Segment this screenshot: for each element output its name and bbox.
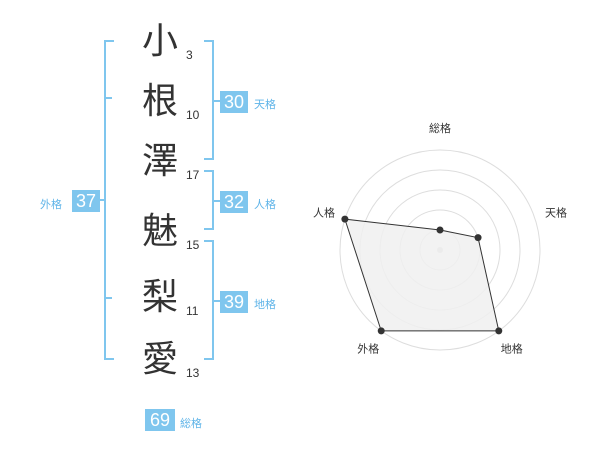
soukaku-label: 総格	[180, 417, 202, 430]
name-char: 澤	[142, 141, 179, 182]
name-char: 梨	[142, 277, 179, 318]
radar-point	[474, 234, 482, 242]
soukaku-value: 69	[145, 409, 175, 431]
radar-axis-label: 天格	[545, 205, 567, 219]
gaikaku-tick-bottom	[104, 297, 112, 299]
radar-point	[377, 327, 385, 335]
tenkaku-label: 天格	[254, 98, 276, 111]
chikaku-value: 39	[220, 291, 248, 313]
gaikaku-tick-top	[104, 97, 112, 99]
tenkaku-tick	[212, 100, 220, 102]
stroke-count: 3	[186, 48, 193, 62]
gaikaku-label: 外格	[40, 198, 62, 211]
radar-polygon	[344, 218, 500, 332]
name-char: 根	[142, 81, 179, 122]
radar-grid-ring	[339, 149, 541, 351]
name-char: 愛	[142, 339, 179, 380]
stroke-count: 11	[186, 304, 199, 318]
stroke-count: 17	[186, 168, 200, 182]
stroke-count: 15	[186, 238, 200, 252]
name-char: 魅	[142, 211, 179, 252]
radar-point	[436, 226, 444, 234]
name-char: 小	[142, 21, 179, 62]
tenkaku-value: 30	[220, 91, 248, 113]
jinkaku-value: 32	[220, 191, 248, 213]
chikaku-tick	[212, 300, 220, 302]
radar-axis-label: 総格	[429, 121, 451, 135]
stroke-count: 10	[186, 108, 200, 122]
jinkaku-label: 人格	[254, 198, 276, 211]
radar-axis-label: 地格	[501, 342, 523, 356]
radar-axis-label: 人格	[313, 205, 335, 219]
radar-point	[341, 215, 349, 223]
jinkaku-tick	[212, 200, 220, 202]
gaikaku-bracket	[104, 40, 114, 360]
radar-axis-label: 外格	[357, 342, 379, 356]
gaikaku-tick-mid	[96, 199, 104, 201]
chikaku-label: 地格	[254, 298, 276, 311]
gaikaku-value: 37	[72, 190, 100, 212]
stroke-count: 13	[186, 366, 200, 380]
radar-point	[495, 327, 503, 335]
